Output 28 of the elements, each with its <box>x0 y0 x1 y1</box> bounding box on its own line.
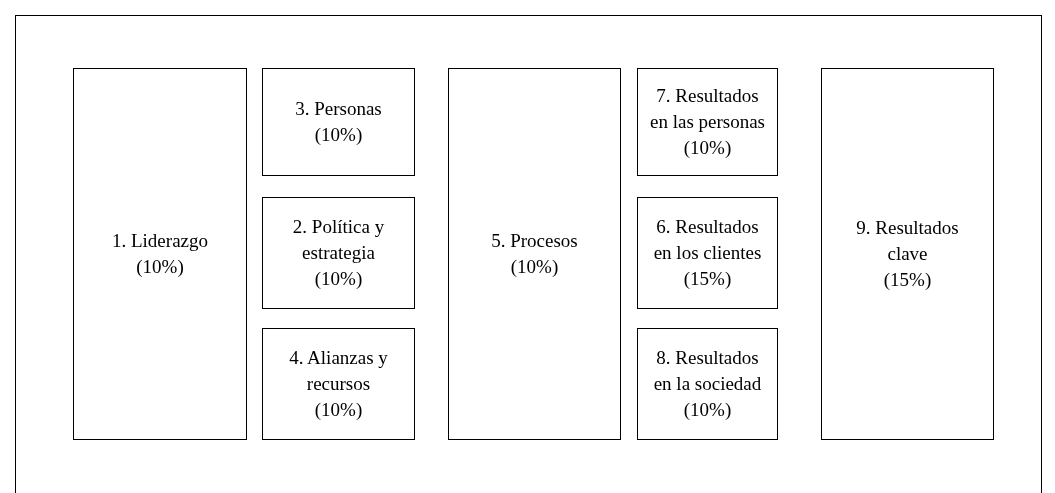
criterion-name: 9. Resultados clave <box>855 216 960 266</box>
criterion-box <box>637 68 778 176</box>
criterion-name: 4. Alianzas y recursos <box>288 346 389 396</box>
criterion-box <box>73 68 247 440</box>
outer-frame <box>15 15 1042 493</box>
criterion-box <box>637 328 778 440</box>
criterion-name: 6. Resultados en los clientes <box>652 215 763 265</box>
criterion-weight: (10%) <box>314 267 363 291</box>
criterion-box <box>262 197 415 309</box>
criterion-name: 2. Política y estrategia <box>291 215 386 265</box>
criterion-name: 7. Resultados en las personas <box>649 84 766 134</box>
criterion-weight: (15%) <box>683 267 732 291</box>
criterion-box <box>262 68 415 176</box>
criterion-weight: (10%) <box>683 136 732 160</box>
criterion-weight: (10%) <box>136 255 184 279</box>
criterion-box <box>448 68 621 440</box>
criterion-box <box>637 197 778 309</box>
criterion-weight: (10%) <box>314 398 363 422</box>
criterion-name: 1. Liderazgo <box>112 229 208 253</box>
criterion-name: 5. Procesos <box>491 229 578 253</box>
criterion-name: 3. Personas <box>295 97 382 121</box>
criterion-name: 8. Resultados en la sociedad <box>652 346 763 396</box>
criterion-weight: (10%) <box>510 255 559 279</box>
criterion-weight: (15%) <box>883 268 932 292</box>
criterion-box <box>821 68 994 440</box>
criterion-box <box>262 328 415 440</box>
criterion-weight: (10%) <box>314 123 363 147</box>
criterion-weight: (10%) <box>683 398 732 422</box>
